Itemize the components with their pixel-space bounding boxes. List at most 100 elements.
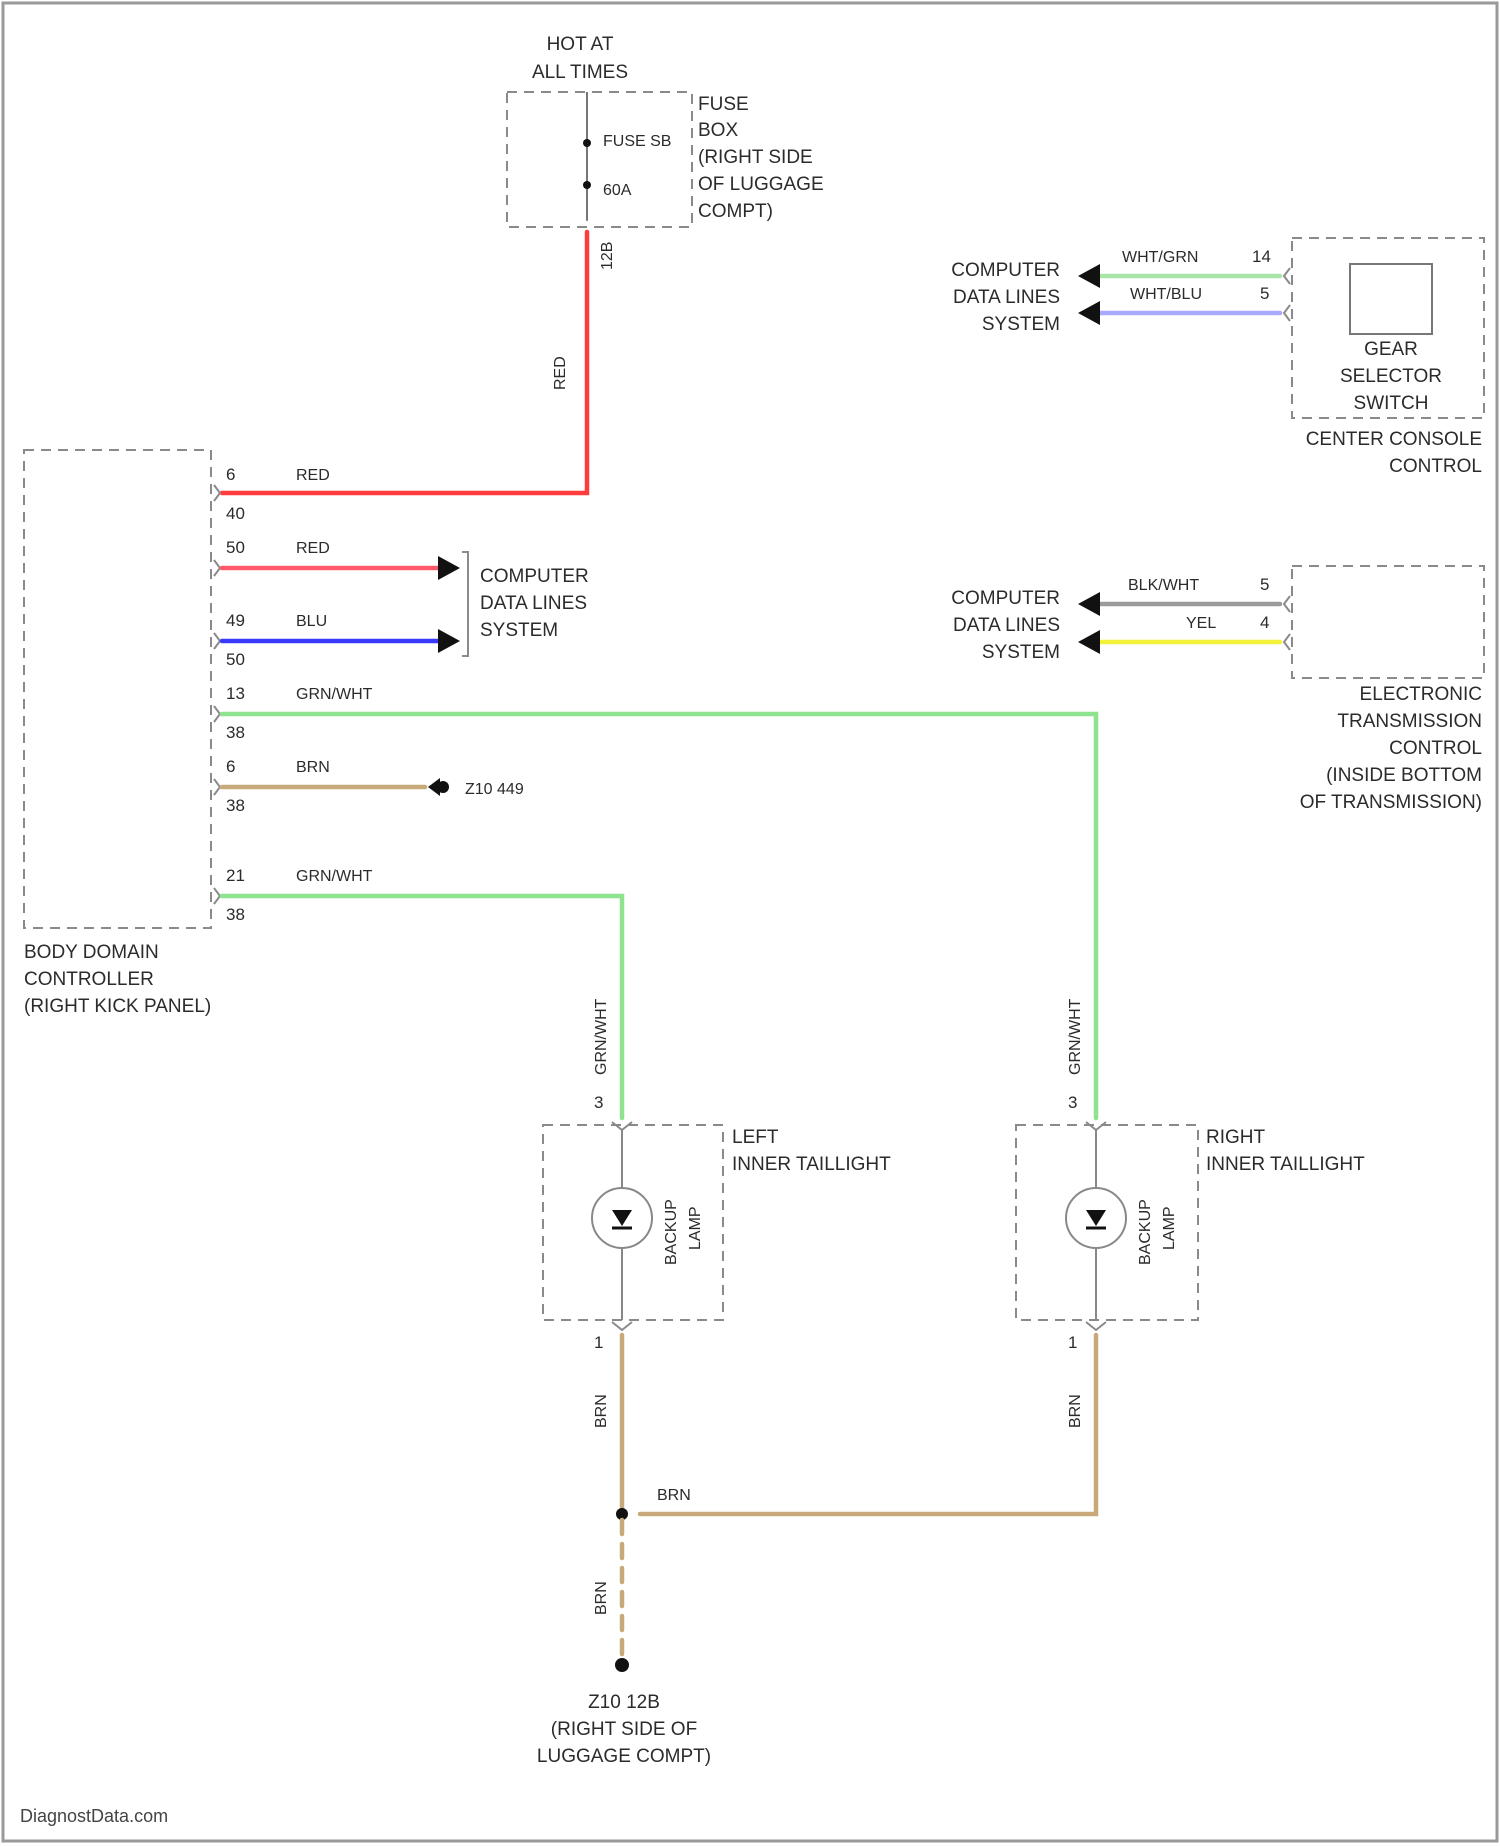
etc-data-line-1: COMPUTER [951, 588, 1060, 609]
bdc-pin-3: 49 [226, 611, 245, 630]
gear-sub-1: CENTER CONSOLE [1306, 429, 1482, 450]
arrow-red-data [438, 556, 460, 580]
gear-wire-2: WHT/BLU [1130, 286, 1202, 303]
gear-selector-symbol [1350, 264, 1432, 334]
wire-green-right [222, 714, 1096, 1118]
left-title-2: INNER TAILLIGHT [732, 1154, 891, 1175]
gear-title-3: SWITCH [1354, 393, 1429, 414]
all-times-label: ALL TIMES [532, 62, 628, 83]
bdc-conn-3: 50 [226, 650, 245, 669]
etc-title-4: (INSIDE BOTTOM [1326, 765, 1482, 786]
bdc-data-line-2: DATA LINES [480, 593, 587, 614]
right-out-pin: 1 [1068, 1333, 1077, 1352]
fuse-box-title-1: FUSE [698, 94, 749, 115]
left-in-pin: 3 [594, 1093, 603, 1112]
bdc-data-line-1: COMPUTER [480, 566, 589, 587]
gear-title-2: SELECTOR [1340, 366, 1442, 387]
ground-label-3: LUGGAGE COMPT) [537, 1746, 711, 1767]
left-lamp-label-2: LAMP [687, 1206, 704, 1250]
etc-wire-1: BLK/WHT [1128, 577, 1199, 594]
watermark: DiagnostData.com [20, 1806, 168, 1826]
bdc-connector-3 [214, 633, 220, 649]
bdc-conn-4: 38 [226, 723, 245, 742]
ground-bdc-label: Z10 449 [465, 781, 524, 798]
bdc-box [24, 450, 211, 928]
fuse-wire-label: RED [552, 356, 569, 390]
fuse-box-title-2: BOX [698, 120, 738, 141]
etc-title-3: CONTROL [1389, 738, 1482, 759]
bdc-connector-5 [214, 779, 220, 795]
bdc-wire-2: RED [296, 540, 330, 557]
fuse-box-title-5: COMPT) [698, 201, 773, 222]
right-lamp-label-2: LAMP [1161, 1206, 1178, 1250]
wire-brown-right [640, 1335, 1096, 1514]
bdc-pin-6: 21 [226, 866, 245, 885]
bdc-conn-5: 38 [226, 796, 245, 815]
etc-title-2: TRANSMISSION [1337, 711, 1482, 732]
bdc-connector-1 [214, 485, 220, 501]
bdc-connector-2 [214, 560, 220, 576]
gear-data-line-1: COMPUTER [951, 260, 1060, 281]
etc-connector-2 [1284, 634, 1290, 650]
right-in-wire: GRN/WHT [1067, 998, 1084, 1075]
ground-label-2: (RIGHT SIDE OF [551, 1719, 697, 1740]
gear-title-1: GEAR [1364, 339, 1418, 360]
ground-dot-bdc [437, 781, 449, 793]
bdc-title-1: BODY DOMAIN [24, 942, 159, 963]
bdc-conn-6: 38 [226, 905, 245, 924]
etc-pin-2: 4 [1260, 613, 1269, 632]
right-lamp-label-1: BACKUP [1137, 1199, 1154, 1265]
hot-at-label: HOT AT [547, 34, 614, 55]
splice-wire-label: BRN [657, 1487, 691, 1504]
bdc-data-bracket [462, 552, 468, 656]
left-out-wire: BRN [593, 1394, 610, 1428]
bdc-wire-5: BRN [296, 759, 330, 776]
fuse-rating: 60A [603, 182, 632, 199]
right-title-1: RIGHT [1206, 1127, 1266, 1148]
gear-pin-2: 5 [1260, 284, 1269, 303]
arrow-gear-1 [1078, 264, 1100, 288]
gear-wire-1: WHT/GRN [1122, 249, 1198, 266]
gear-sub-2: CONTROL [1389, 456, 1482, 477]
etc-wire-2: YEL [1186, 615, 1216, 632]
etc-title-5: OF TRANSMISSION) [1300, 792, 1482, 813]
bdc-connector-4 [214, 706, 220, 722]
etc-title-1: ELECTRONIC [1360, 684, 1482, 705]
fuse-out-pin: 12B [599, 242, 616, 270]
right-out-wire: BRN [1067, 1394, 1084, 1428]
bdc-wire-3: BLU [296, 613, 327, 630]
ground-label-1: Z10 12B [588, 1692, 660, 1713]
arrow-etc-1 [1078, 592, 1100, 616]
bdc-wire-6: GRN/WHT [296, 868, 373, 885]
right-title-2: INNER TAILLIGHT [1206, 1154, 1365, 1175]
arrow-etc-2 [1078, 630, 1100, 654]
gear-data-line-2: DATA LINES [953, 287, 1060, 308]
etc-data-line-2: DATA LINES [953, 615, 1060, 636]
fuse-box [507, 92, 692, 227]
gear-connector-1 [1284, 268, 1290, 284]
ground-dot [615, 1658, 629, 1672]
right-connector-bottom [1086, 1322, 1106, 1330]
bdc-wire-1: RED [296, 467, 330, 484]
arrow-blue-data [438, 629, 460, 653]
etc-connector-1 [1284, 596, 1290, 612]
bdc-pin-2: 50 [226, 538, 245, 557]
gear-connector-2 [1284, 305, 1290, 321]
etc-data-line-3: SYSTEM [982, 642, 1060, 663]
bdc-conn-1: 40 [226, 504, 245, 523]
left-connector-bottom [612, 1322, 632, 1330]
fuse-box-title-3: (RIGHT SIDE [698, 147, 813, 168]
left-out-pin: 1 [594, 1333, 603, 1352]
bdc-pin-5: 6 [226, 757, 235, 776]
fuse-terminal-top [583, 139, 591, 147]
fuse-box-title-4: OF LUGGAGE [698, 174, 824, 195]
bdc-title-2: CONTROLLER [24, 969, 154, 990]
bdc-title-3: (RIGHT KICK PANEL) [24, 996, 211, 1017]
fuse-terminal-bottom [583, 181, 591, 189]
left-lamp-label-1: BACKUP [663, 1199, 680, 1265]
right-in-pin: 3 [1068, 1093, 1077, 1112]
wire-red-power [222, 232, 587, 493]
gear-data-line-3: SYSTEM [982, 314, 1060, 335]
left-in-wire: GRN/WHT [593, 998, 610, 1075]
